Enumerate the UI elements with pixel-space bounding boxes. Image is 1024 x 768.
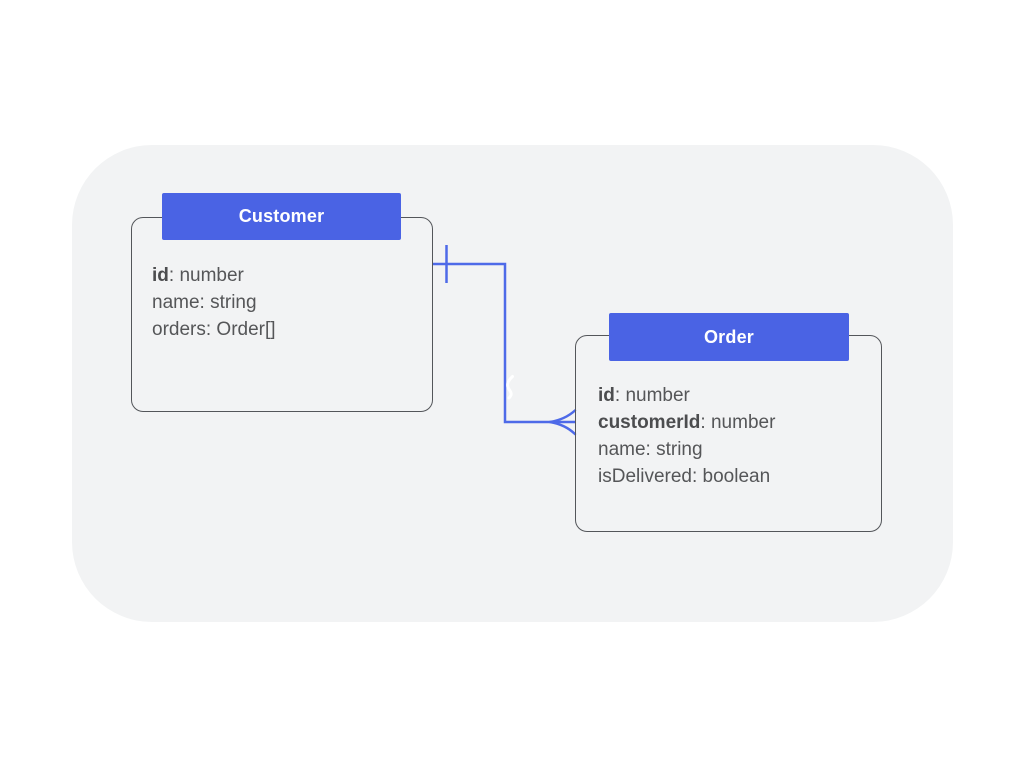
entity-customer-title: Customer [238,206,325,226]
entity-order-title: Order [703,326,755,347]
field-name: isDelivered [598,466,692,487]
field-name: customerId [598,412,701,433]
field-row-name: name: string [152,289,276,316]
field-type: : string [645,439,703,460]
field-row-id: id: number [598,382,775,409]
field-name: id [598,385,615,406]
field-row-name: name: string [598,436,775,463]
field-type: : Order[] [205,319,276,340]
field-type: : string [199,292,257,313]
field-type: : number [168,265,244,286]
field-row-id: id: number [152,262,276,289]
field-row-orders: orders: Order[] [152,316,276,343]
entity-order-header[interactable]: Order [609,313,849,361]
field-row-customerId: customerId: number [598,409,775,436]
field-name: name [598,439,646,460]
field-name: orders [152,319,206,340]
field-name: name [152,292,200,313]
field-name: id [152,265,169,286]
field-type: : number [614,385,690,406]
field-row-isDelivered: isDelivered: boolean [598,463,775,490]
entity-customer-header[interactable]: Customer [162,193,401,240]
field-type: : number [700,412,776,433]
field-type: : boolean [691,466,771,487]
